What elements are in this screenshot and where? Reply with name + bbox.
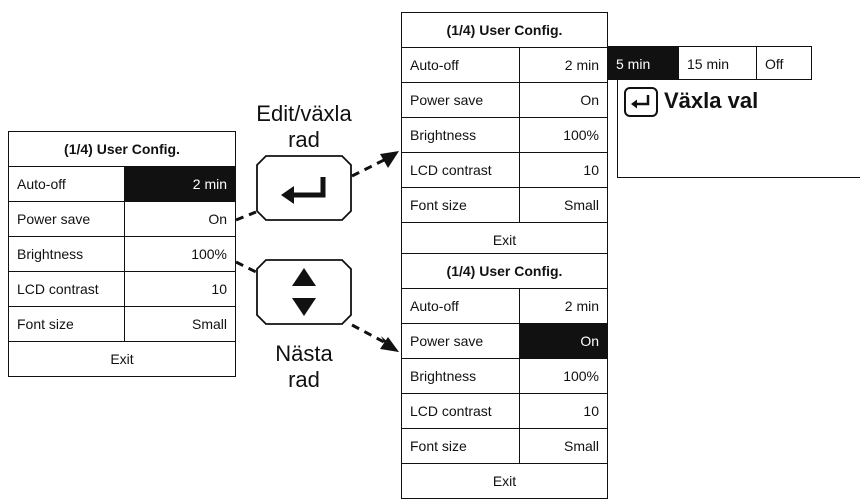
row-value: 2 min (125, 167, 235, 201)
row-label: Brightness (402, 118, 520, 152)
row-value: On (580, 92, 599, 108)
row-label: Brightness (9, 237, 125, 271)
option-15-min[interactable]: 15 min (679, 46, 757, 80)
menu-row-power-save[interactable]: Power save On (402, 83, 607, 118)
menu-row-auto-off[interactable]: Auto-off 2 min (402, 289, 607, 324)
arrow-keys-button[interactable] (256, 259, 352, 325)
menu-row-brightness[interactable]: Brightness 100% (9, 237, 235, 272)
config-panel-next-row: (1/4) User Config. Auto-off 2 min Power … (401, 253, 608, 499)
menu-row-auto-off[interactable]: Auto-off 2 min (402, 48, 607, 83)
hint-box: Växla val (617, 80, 860, 178)
row-label: Auto-off (9, 167, 125, 201)
exit-button[interactable]: Exit (110, 351, 134, 367)
menu-row-lcd-contrast[interactable]: LCD contrast 10 (9, 272, 235, 307)
edit-caption-line1: Edit/växla (256, 101, 352, 126)
up-down-arrow-icon (256, 259, 352, 325)
menu-row-font-size[interactable]: Font size Small (402, 188, 607, 223)
enter-key-icon (624, 87, 658, 117)
exit-button[interactable]: Exit (492, 232, 517, 248)
edit-caption-line2: rad (288, 127, 320, 152)
row-label: Font size (9, 307, 125, 341)
row-label: Auto-off (402, 48, 520, 82)
row-label: Power save (9, 202, 125, 236)
menu-row-auto-off[interactable]: Auto-off 2 min (9, 167, 235, 202)
auto-off-option-strip: 5 min 15 min Off (607, 46, 812, 80)
exit-button[interactable]: Exit (492, 473, 517, 489)
menu-row-lcd-contrast[interactable]: LCD contrast 10 (402, 394, 607, 429)
menu-row-power-save[interactable]: Power save On (9, 202, 235, 237)
row-value: 2 min (564, 298, 599, 314)
config-panel-edit: (1/4) User Config. Auto-off 2 min Power … (401, 12, 608, 258)
row-label: LCD contrast (9, 272, 125, 306)
row-label: Auto-off (402, 289, 520, 323)
row-value: On (208, 211, 227, 227)
row-label: Brightness (402, 359, 520, 393)
row-value: 10 (583, 403, 599, 419)
next-caption: Nästa rad (257, 341, 351, 393)
panel-title: (1/4) User Config. (402, 254, 607, 289)
enter-key-icon (256, 155, 352, 221)
menu-row-power-save[interactable]: Power save On (402, 324, 607, 359)
row-label: Power save (402, 324, 520, 358)
menu-row-font-size[interactable]: Font size Small (9, 307, 235, 342)
row-label: Power save (402, 83, 520, 117)
row-label: Font size (402, 429, 520, 463)
panel-title: (1/4) User Config. (402, 13, 607, 48)
option-off[interactable]: Off (757, 46, 812, 80)
row-value: 2 min (564, 57, 599, 73)
row-label: Font size (402, 188, 520, 222)
next-caption-line2: rad (288, 367, 320, 392)
row-value: 100% (563, 127, 599, 143)
row-value: Small (563, 438, 599, 454)
enter-key-button[interactable] (256, 155, 352, 221)
row-value: 10 (583, 162, 599, 178)
row-value: 10 (211, 281, 227, 297)
connector-arrows (235, 151, 399, 352)
row-label: LCD contrast (402, 394, 520, 428)
row-value: Small (563, 197, 599, 213)
row-value: 100% (563, 368, 599, 384)
next-caption-line1: Nästa (275, 341, 333, 366)
config-panel-initial: (1/4) User Config. Auto-off 2 min Power … (8, 131, 236, 377)
panel-title: (1/4) User Config. (9, 132, 235, 167)
row-value: On (520, 324, 607, 358)
row-value: 100% (191, 246, 227, 262)
menu-row-lcd-contrast[interactable]: LCD contrast 10 (402, 153, 607, 188)
edit-caption: Edit/växla rad (238, 101, 370, 153)
row-label: LCD contrast (402, 153, 520, 187)
hint-text: Växla val (664, 88, 759, 113)
menu-row-brightness[interactable]: Brightness 100% (402, 118, 607, 153)
row-value: Small (191, 316, 227, 332)
option-5-min[interactable]: 5 min (607, 46, 679, 80)
menu-row-font-size[interactable]: Font size Small (402, 429, 607, 464)
menu-row-brightness[interactable]: Brightness 100% (402, 359, 607, 394)
